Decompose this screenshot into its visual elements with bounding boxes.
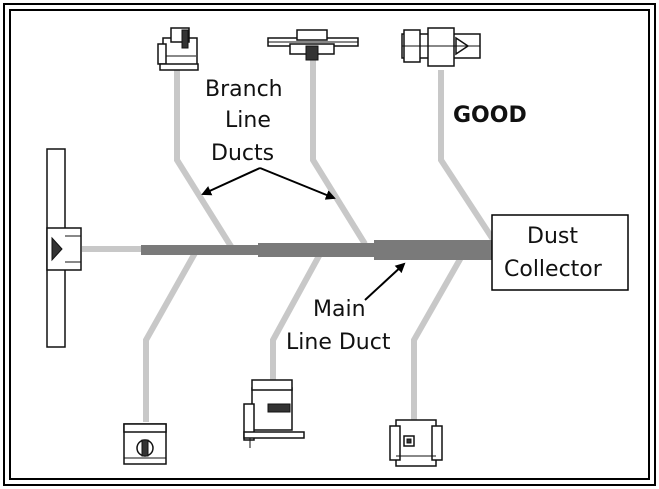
- main-duct-segment-1: [141, 245, 259, 255]
- inner-border: [9, 9, 650, 480]
- main-line-duct: [141, 240, 494, 260]
- branch-duct-bottom-left: [143, 251, 198, 422]
- branch-line-label-3: Ducts: [211, 141, 274, 166]
- main-duct-arrow: [364, 262, 406, 301]
- branch-duct-top-right: [438, 70, 499, 246]
- router-table-icon: [389, 419, 443, 467]
- branch-line-label-2: Line: [225, 108, 271, 133]
- main-line-label-2: Line Duct: [286, 330, 391, 355]
- dust-collector: Dust Collector: [491, 214, 629, 291]
- band-saw-icon: [123, 423, 167, 465]
- branch-arrow-right: [259, 167, 336, 200]
- main-duct-segment-3: [374, 240, 494, 260]
- dust-collector-label-line2: Collector: [504, 257, 603, 282]
- branch-duct-bottom-right: [411, 252, 466, 420]
- branch-duct-bottom-center: [270, 252, 323, 385]
- pointer-arrows: [201, 167, 406, 301]
- jointer-icon: [401, 27, 481, 67]
- branch-line-label-1: Branch: [205, 77, 283, 102]
- outer-border: [3, 3, 656, 486]
- dust-collector-label-line1: Dust: [527, 224, 578, 249]
- planer-icon: [267, 29, 359, 61]
- good-label: GOOD: [453, 103, 527, 128]
- main-duct-segment-2: [258, 243, 375, 257]
- dust-collector-box: [491, 214, 629, 291]
- branch-ducts: [82, 60, 499, 422]
- branch-duct-top-left: [174, 70, 235, 250]
- branch-arrow-left: [201, 167, 261, 196]
- lathe-icon: [243, 379, 305, 448]
- drill-press-icon: [157, 27, 199, 71]
- table-saw-icon: [46, 148, 82, 348]
- branch-duct-top-center: [310, 60, 368, 246]
- main-line-label-1: Main: [313, 297, 366, 322]
